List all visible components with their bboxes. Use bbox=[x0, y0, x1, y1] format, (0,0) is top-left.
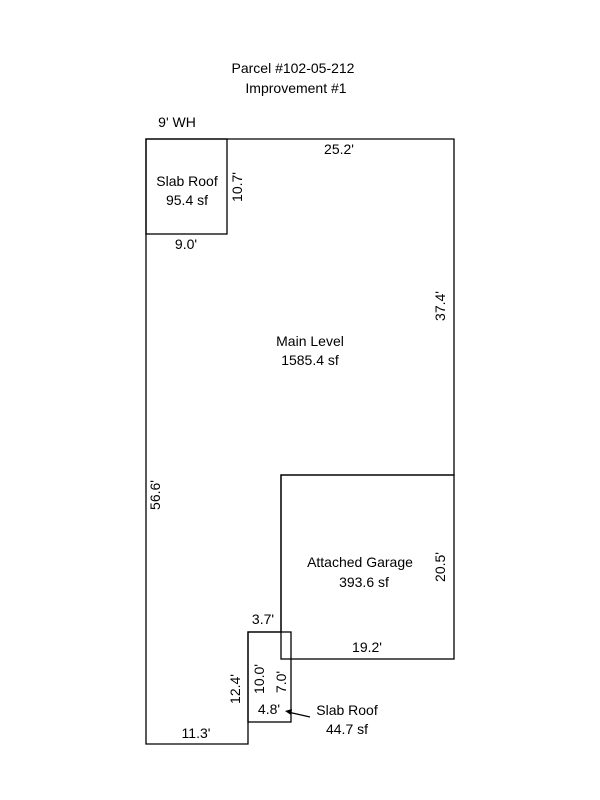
leader-line bbox=[287, 711, 311, 718]
garage-area: 393.6 sf bbox=[339, 574, 389, 590]
slab-roof-bottom-name: Slab Roof bbox=[316, 702, 378, 718]
wall-height-label: 9' WH bbox=[158, 114, 196, 130]
slab-roof-top-area: 95.4 sf bbox=[166, 192, 208, 208]
main-level-area: 1585.4 sf bbox=[281, 352, 339, 368]
garage-outline bbox=[280, 474, 455, 660]
slab-roof-top-name: Slab Roof bbox=[156, 173, 218, 189]
dim-notch-left: 12.4' bbox=[227, 674, 243, 704]
parcel-title: Parcel #102-05-212 bbox=[232, 60, 355, 76]
dim-slab-bottom-right: 7.0' bbox=[273, 671, 289, 693]
dim-bottom: 11.3' bbox=[182, 725, 211, 741]
dim-garage-bottom: 19.2' bbox=[352, 639, 382, 655]
dim-slab-top-bottom: 9.0' bbox=[175, 236, 197, 252]
dim-left: 56.6' bbox=[147, 480, 163, 510]
dim-garage-right: 20.5' bbox=[432, 552, 448, 582]
dim-slab-bottom-bottom: 4.8' bbox=[258, 701, 280, 717]
slab-roof-bottom-area: 44.7 sf bbox=[326, 721, 368, 737]
dim-notch-top: 3.7' bbox=[252, 611, 274, 627]
dim-slab-bottom-left: 10.0' bbox=[251, 664, 267, 694]
slab-roof-top-outline bbox=[145, 138, 228, 235]
dim-slab-top-right: 10.7' bbox=[229, 172, 245, 202]
main-level-name: Main Level bbox=[276, 333, 344, 349]
dim-right-upper: 37.4' bbox=[432, 291, 448, 321]
dim-top: 25.2' bbox=[324, 141, 354, 157]
garage-name: Attached Garage bbox=[307, 554, 413, 570]
main-level-outline bbox=[145, 138, 455, 745]
slab-roof-bottom-outline bbox=[247, 631, 292, 723]
arrow-head-icon bbox=[285, 709, 292, 715]
improvement-title: Improvement #1 bbox=[245, 80, 346, 96]
